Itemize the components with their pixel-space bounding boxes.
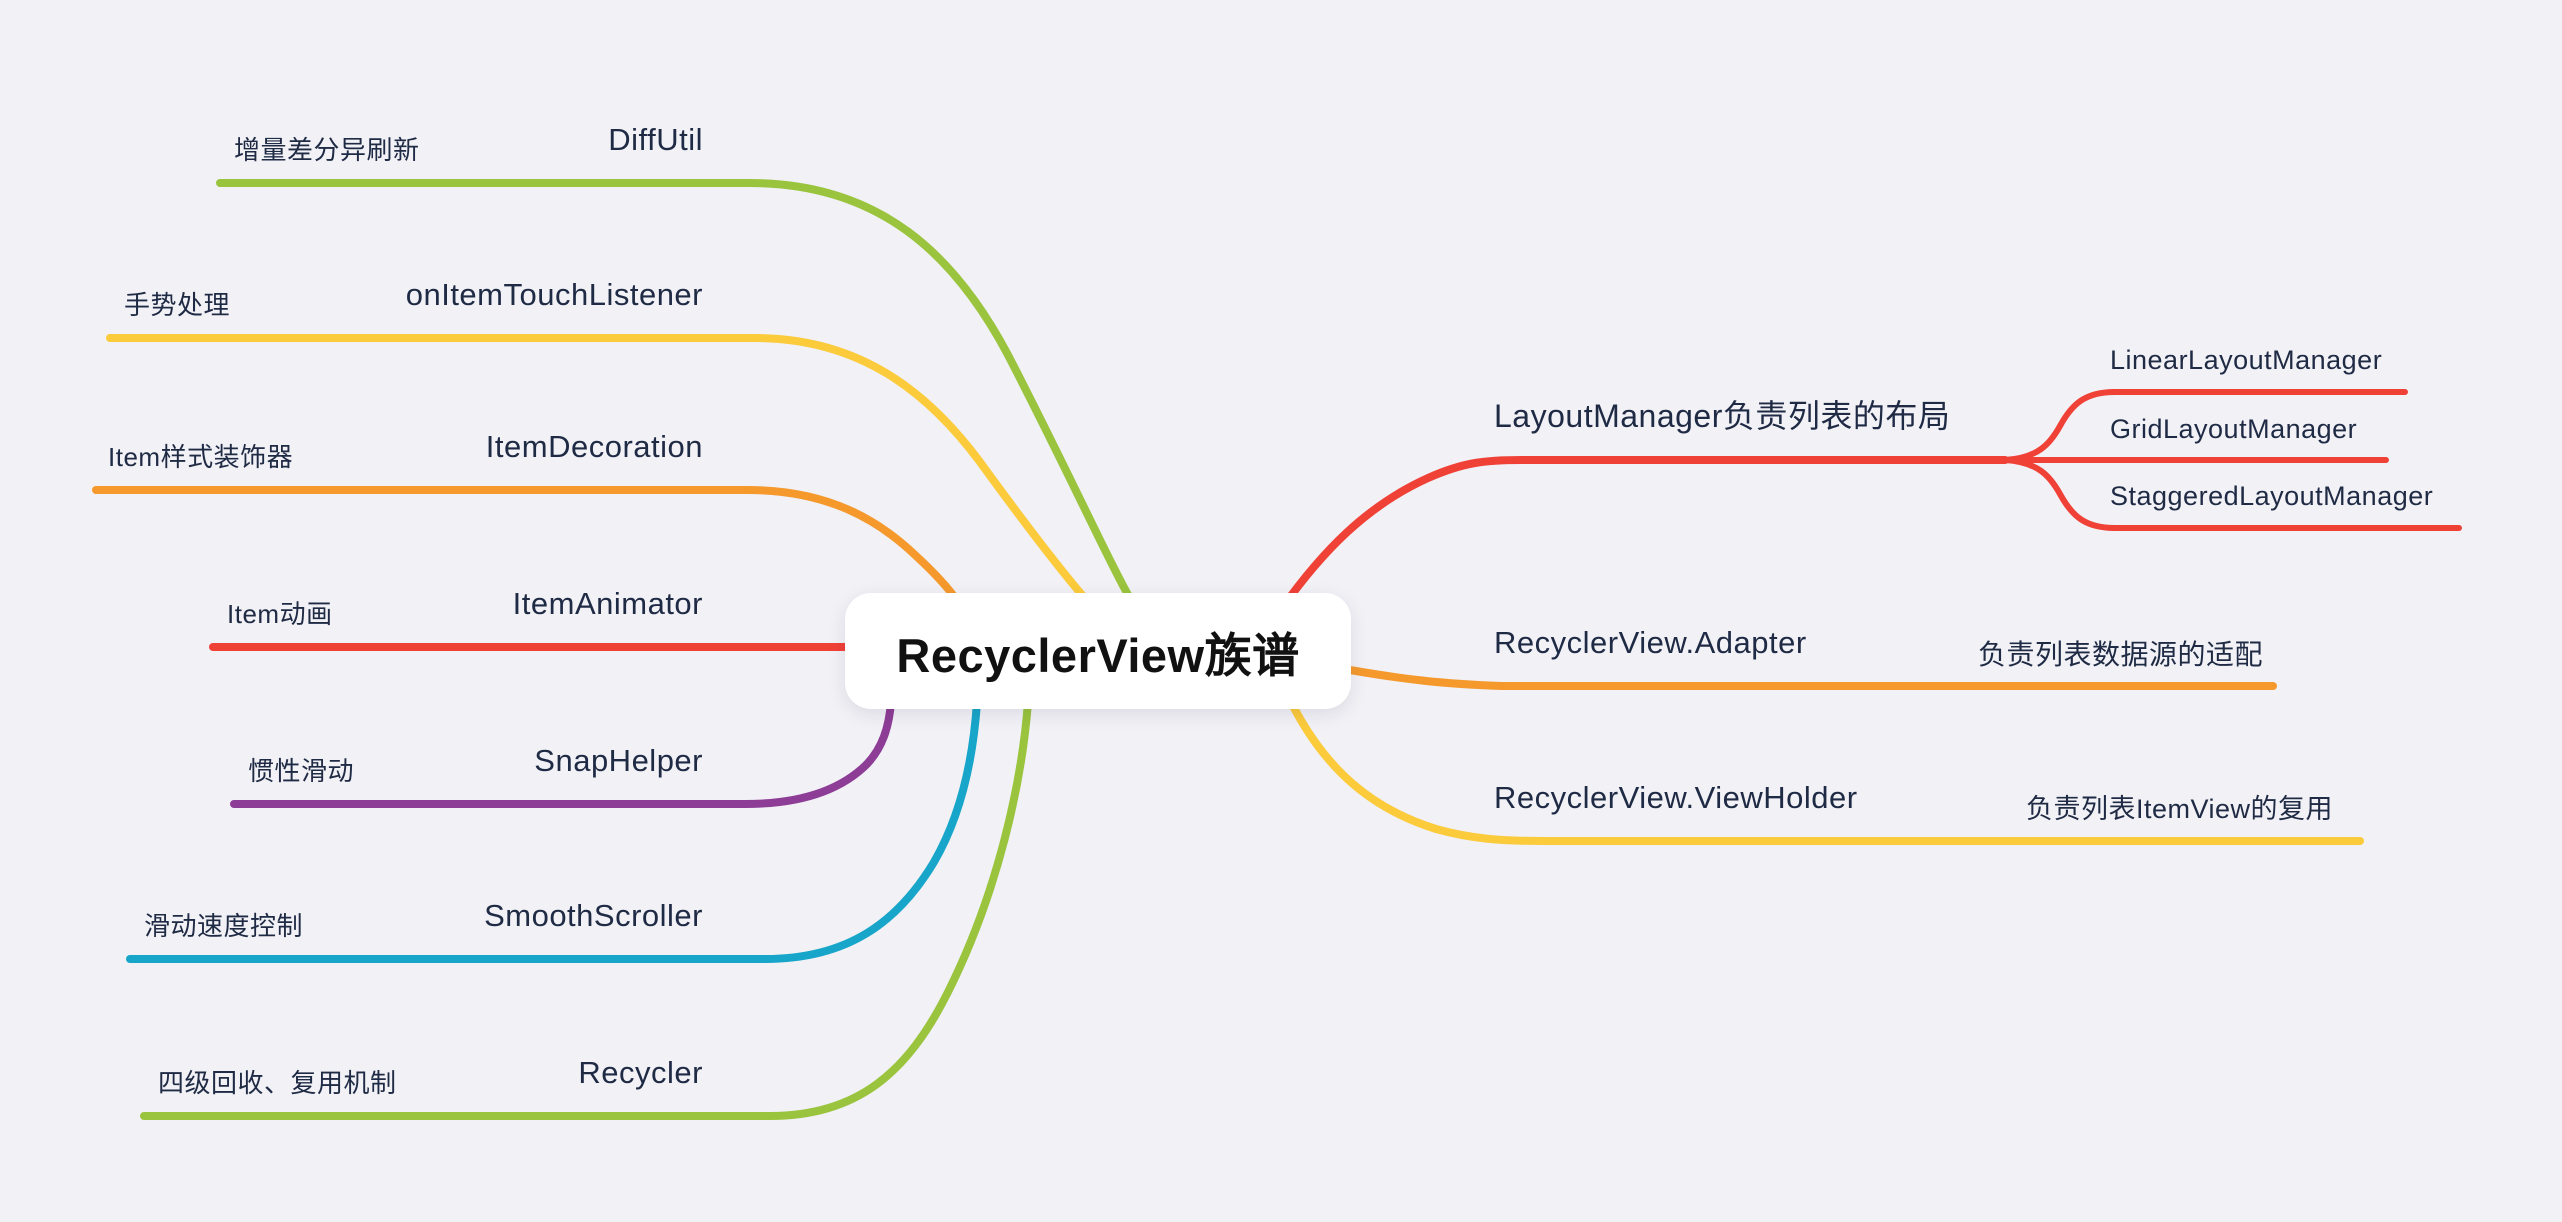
branch-label-staggeredlayoutmanager[interactable]: StaggeredLayoutManager <box>2110 481 2434 511</box>
branch-label-recycler[interactable]: Recycler <box>578 1055 703 1090</box>
branch-label-layoutmanager[interactable]: LayoutManager负责列表的布局 <box>1494 398 1951 434</box>
central-topic-label: RecyclerView族谱 <box>896 628 1300 682</box>
branch-note-onitemtouchlistener[interactable]: 手势处理 <box>124 290 231 320</box>
branch-line-staggeredlayoutmanager <box>2002 457 2462 531</box>
branch-note-smoothscroller[interactable]: 滑动速度控制 <box>144 911 304 941</box>
branch-note-recycler[interactable]: 四级回收、复用机制 <box>158 1068 397 1098</box>
branch-line-snaphelper <box>230 698 895 808</box>
branch-label-itemanimator[interactable]: ItemAnimator <box>512 586 703 621</box>
branch-label-viewholder[interactable]: RecyclerView.ViewHolder <box>1494 780 1858 815</box>
branch-note-diffutil[interactable]: 增量差分异刷新 <box>234 135 420 165</box>
branch-label-itemdecoration[interactable]: ItemDecoration <box>485 429 703 464</box>
branch-line-viewholder <box>1288 700 2364 845</box>
branch-line-layoutmanager <box>1278 456 2009 612</box>
branch-label-snaphelper[interactable]: SnapHelper <box>534 743 703 778</box>
branch-line-smoothscroller <box>126 698 981 963</box>
branch-line-diffutil <box>216 179 1136 606</box>
central-topic[interactable]: RecyclerView族谱 <box>845 593 1351 709</box>
branch-note-snaphelper[interactable]: 惯性滑动 <box>248 756 355 786</box>
branch-note-itemdecoration[interactable]: Item样式装饰器 <box>108 442 294 472</box>
branch-note-viewholder[interactable]: 负责列表ItemView的复用 <box>2026 794 2334 824</box>
branch-line-recycler <box>140 698 1032 1120</box>
branch-label-diffutil[interactable]: DiffUtil <box>608 122 703 157</box>
branch-note-itemanimator[interactable]: Item动画 <box>227 599 333 629</box>
branch-line-itemdecoration <box>92 486 962 606</box>
branch-line-onitemtouchlistener <box>106 334 1092 606</box>
branch-label-onitemtouchlistener[interactable]: onItemTouchListener <box>405 277 703 312</box>
branch-line-linearlayoutmanager <box>2002 389 2408 463</box>
branch-label-gridlayoutmanager[interactable]: GridLayoutManager <box>2110 414 2358 444</box>
branch-label-linearlayoutmanager[interactable]: LinearLayoutManager <box>2110 345 2383 375</box>
branch-label-adapter[interactable]: RecyclerView.Adapter <box>1494 625 1807 660</box>
branch-note-adapter[interactable]: 负责列表数据源的适配 <box>1978 639 2264 670</box>
branch-line-adapter <box>1346 666 2277 690</box>
branch-label-smoothscroller[interactable]: SmoothScroller <box>484 898 703 933</box>
